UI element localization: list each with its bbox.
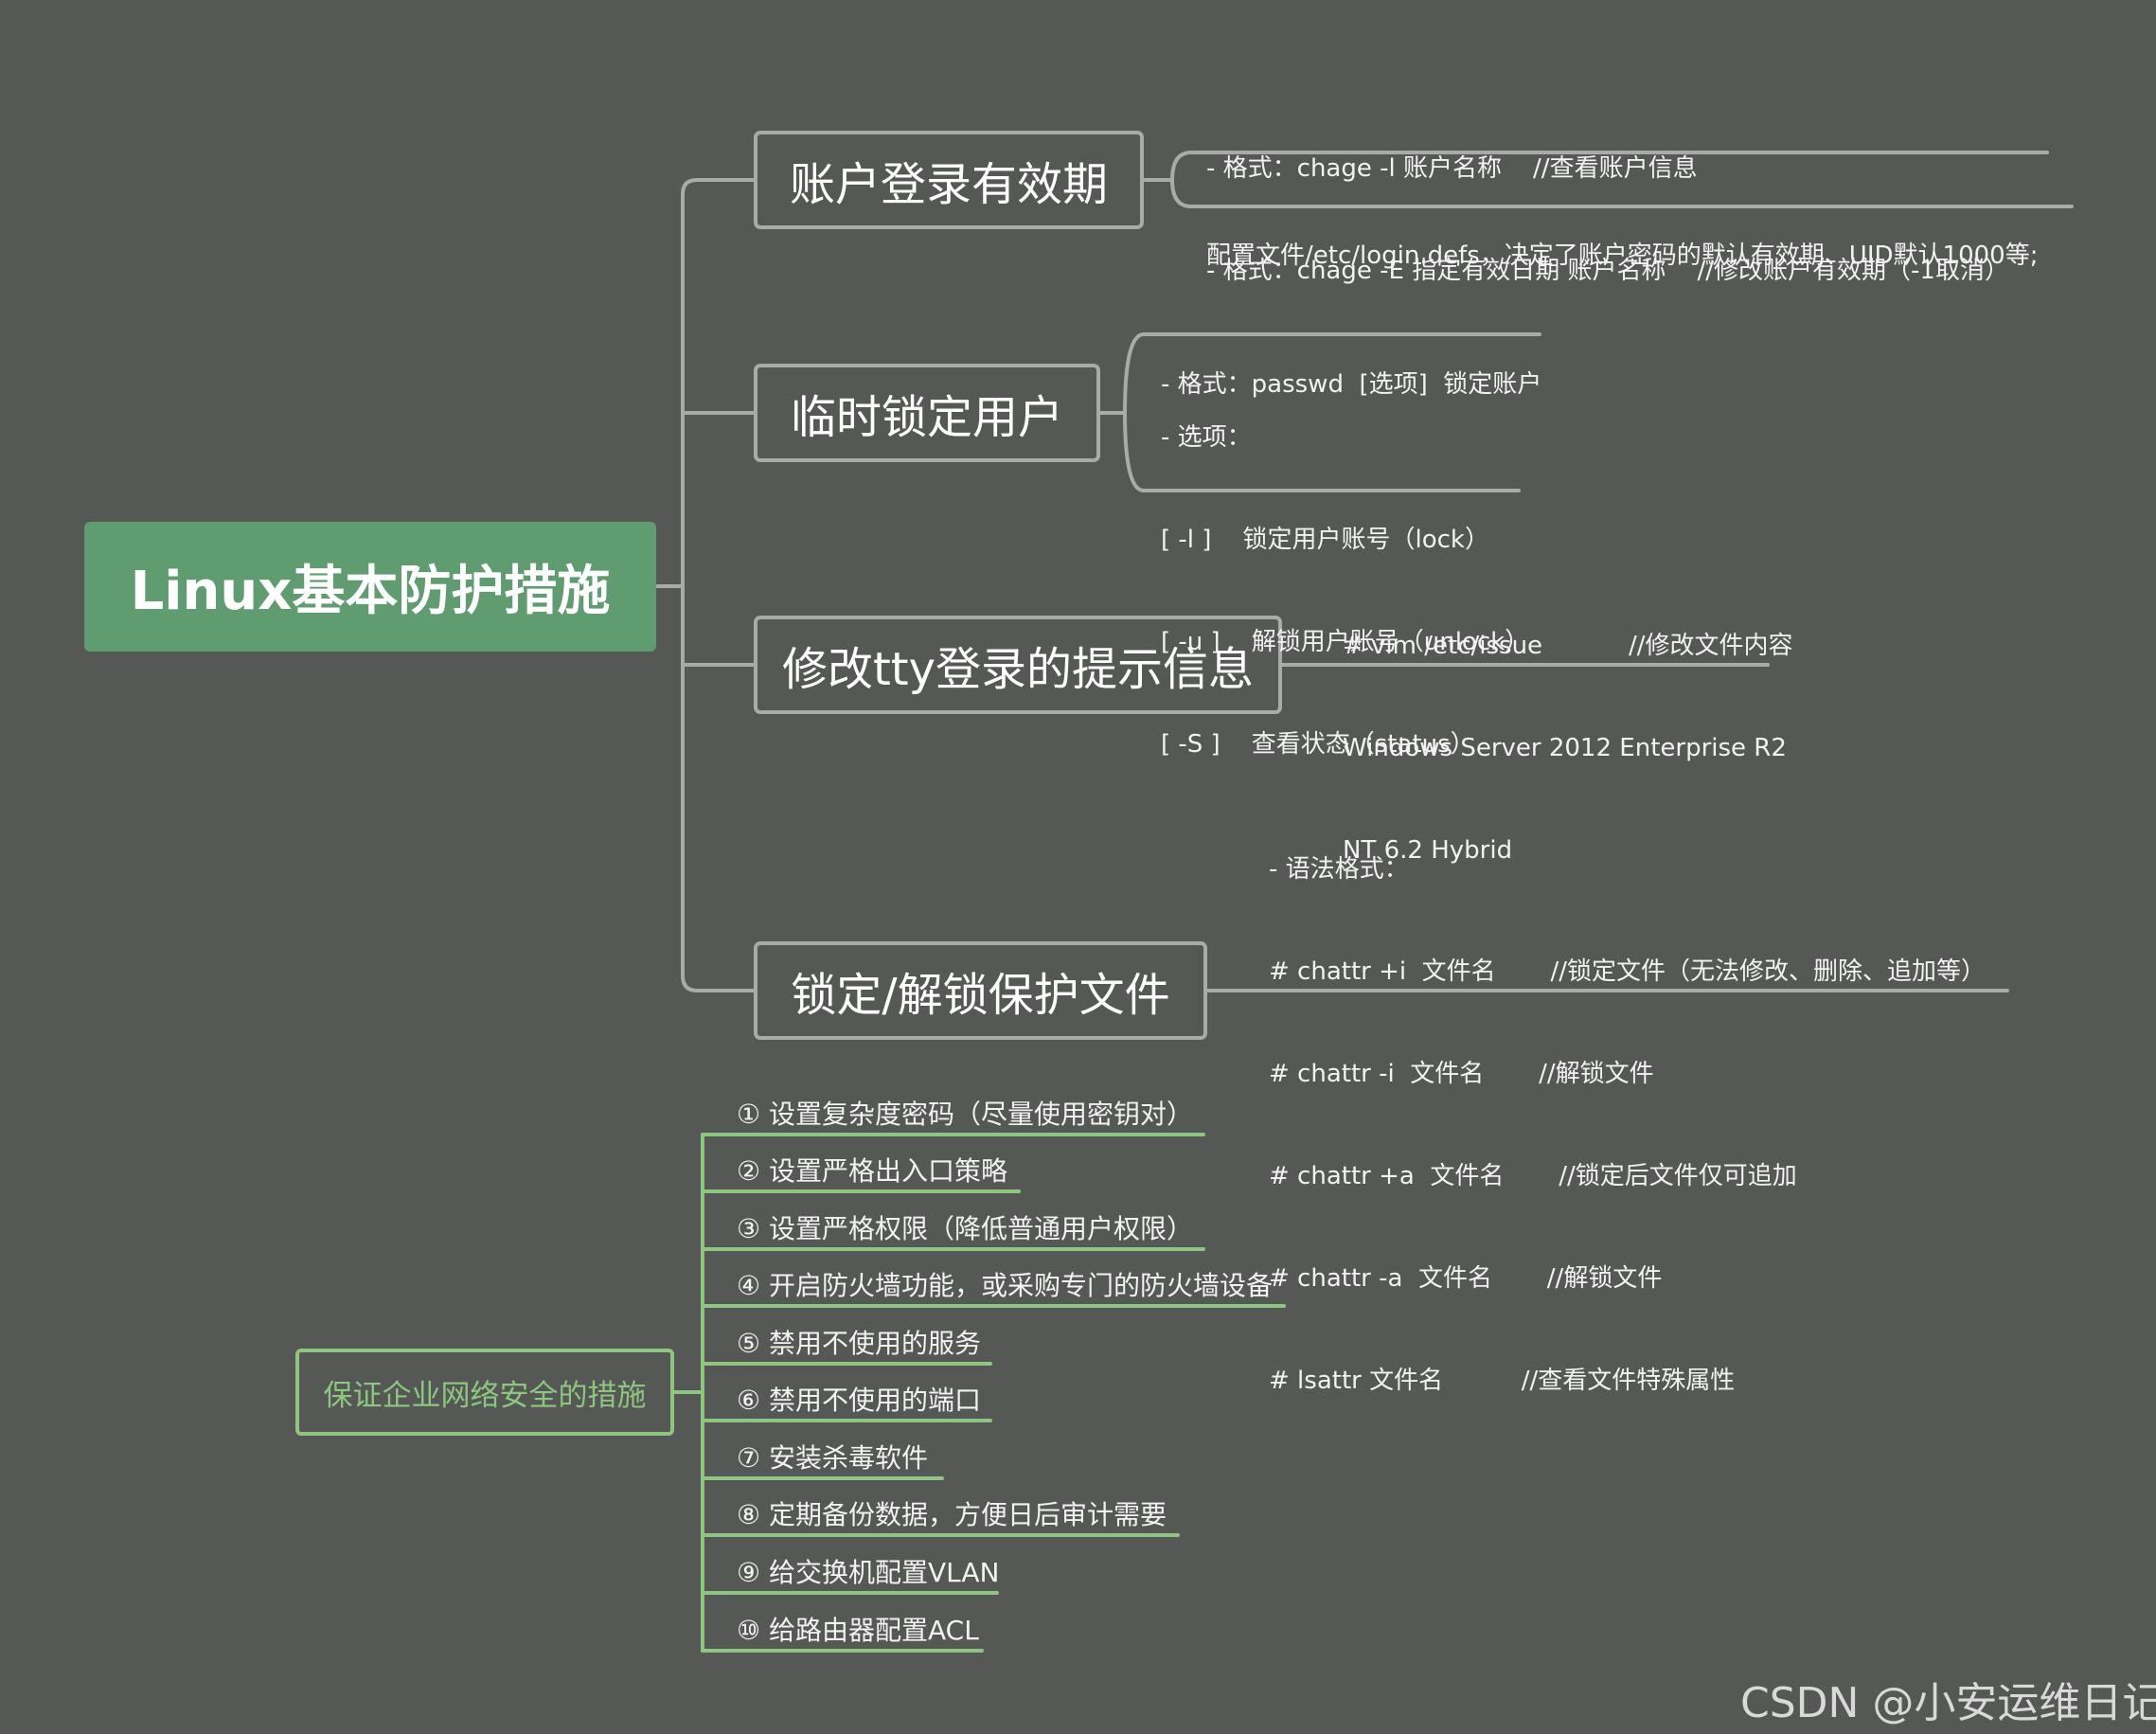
detail-line: # chattr -a 文件名 //解锁文件 bbox=[1269, 1264, 1663, 1293]
b2-detail-1: - 格式：passwd [选项] 锁定账户 bbox=[1161, 299, 1541, 470]
b2-detail-bracket-1 bbox=[1123, 332, 1541, 415]
branch-label: 锁定/解锁保护文件 bbox=[791, 969, 1170, 1022]
detail-line: - 格式：chage -l 账户名称 //查看账户信息 bbox=[1206, 154, 1698, 183]
spine-line bbox=[681, 178, 756, 992]
b1-detail-2: 配置文件/etc/login.defs，决定了账户密码的默认有效期、UID默认1… bbox=[1206, 170, 2038, 341]
watermark-text: CSDN @小安运维日记 bbox=[1740, 1679, 2156, 1727]
b1-detail-bracket-1 bbox=[1170, 151, 2049, 182]
measure-item-7[interactable]: ⑦ 安装杀毒软件 bbox=[737, 1442, 929, 1474]
measure-item-1[interactable]: ① 设置复杂度密码（尽量使用密钥对） bbox=[737, 1099, 1194, 1130]
detail-line: [ -l ] 锁定用户账号（lock） bbox=[1161, 526, 1489, 554]
branch-lock-user[interactable]: 临时锁定用户 bbox=[754, 364, 1100, 462]
measure-item-8[interactable]: ⑧ 定期备份数据，方便日后审计需要 bbox=[737, 1499, 1167, 1530]
b3-detail-1: # vim /etc/issue //修改文件内容 Windows Server… bbox=[1343, 561, 1792, 936]
root-node[interactable]: Linux基本防护措施 bbox=[84, 522, 656, 652]
detail-line: [ -u ] 解锁用户账号（unlock） bbox=[1161, 628, 1530, 656]
detail-line: [ -S ] 查看状态（status） bbox=[1161, 730, 1475, 759]
b1-detail-bracket-2 bbox=[1170, 178, 2074, 208]
measure-item-5[interactable]: ⑤ 禁用不使用的服务 bbox=[737, 1328, 982, 1359]
measure-item-2[interactable]: ② 设置严格出入口策略 bbox=[737, 1155, 1008, 1187]
detail-line: - 格式：passwd [选项] 锁定账户 bbox=[1161, 370, 1542, 399]
detail-line: # chattr +a 文件名 //锁定后文件仅可追加 bbox=[1269, 1162, 1797, 1190]
detail-line: Windows Server 2012 Enterprise R2 bbox=[1343, 734, 1787, 762]
detail-line: - 语法格式： bbox=[1269, 855, 1409, 884]
branch-label: 修改tty登录的提示信息 bbox=[781, 643, 1255, 696]
measure-item-9[interactable]: ⑨ 给交换机配置VLAN bbox=[737, 1557, 1000, 1588]
branch-lock-unlock-files[interactable]: 锁定/解锁保护文件 bbox=[754, 941, 1207, 1040]
measure-item-3[interactable]: ③ 设置严格权限（降低普通用户权限） bbox=[737, 1213, 1194, 1244]
b2-detail-bracket-2 bbox=[1123, 411, 1521, 492]
measure-item-4[interactable]: ④ 开启防火墙功能，或采购专门的防火墙设备 bbox=[737, 1270, 1274, 1301]
branch-label: 临时锁定用户 bbox=[790, 391, 1063, 444]
branch-tty-login-message[interactable]: 修改tty登录的提示信息 bbox=[754, 616, 1282, 714]
security-root-label: 保证企业网络安全的措施 bbox=[323, 1378, 647, 1413]
measure-item-6[interactable]: ⑥ 禁用不使用的端口 bbox=[737, 1385, 982, 1416]
security-root-node[interactable]: 保证企业网络安全的措施 bbox=[295, 1349, 674, 1436]
root-label: Linux基本防护措施 bbox=[130, 561, 611, 622]
b2-detail-2: - 选项： [ -l ] 锁定用户账号（lock） [ -u ] 解锁用户账号（… bbox=[1161, 352, 1529, 830]
detail-line: # lsattr 文件名 //查看文件特殊属性 bbox=[1269, 1367, 1736, 1395]
b4-detail-1: - 语法格式： # chattr +i 文件名 //锁定文件（无法修改、删除、追… bbox=[1269, 784, 1986, 1466]
branch-account-expiry[interactable]: 账户登录有效期 bbox=[754, 131, 1144, 229]
detail-line: 配置文件/etc/login.defs，决定了账户密码的默认有效期、UID默认1… bbox=[1206, 241, 2039, 270]
detail-line: # chattr +i 文件名 //锁定文件（无法修改、删除、追加等） bbox=[1269, 957, 1987, 986]
b1-detail-1: - 格式：chage -l 账户名称 //查看账户信息 - 格式：chage -… bbox=[1206, 83, 2009, 356]
detail-line: # chattr -i 文件名 //解锁文件 bbox=[1269, 1060, 1654, 1088]
detail-line: NT 6.2 Hybrid bbox=[1343, 836, 1513, 865]
detail-line: - 选项： bbox=[1161, 423, 1252, 452]
branch-label: 账户登录有效期 bbox=[789, 158, 1108, 211]
detail-line: - 格式：chage -E 指定有效日期 账户名称 //修改账户有效期（-1取消… bbox=[1206, 257, 2009, 285]
measure-item-10[interactable]: ⑩ 给路由器配置ACL bbox=[737, 1615, 979, 1646]
detail-line: # vim /etc/issue //修改文件内容 bbox=[1343, 632, 1793, 660]
